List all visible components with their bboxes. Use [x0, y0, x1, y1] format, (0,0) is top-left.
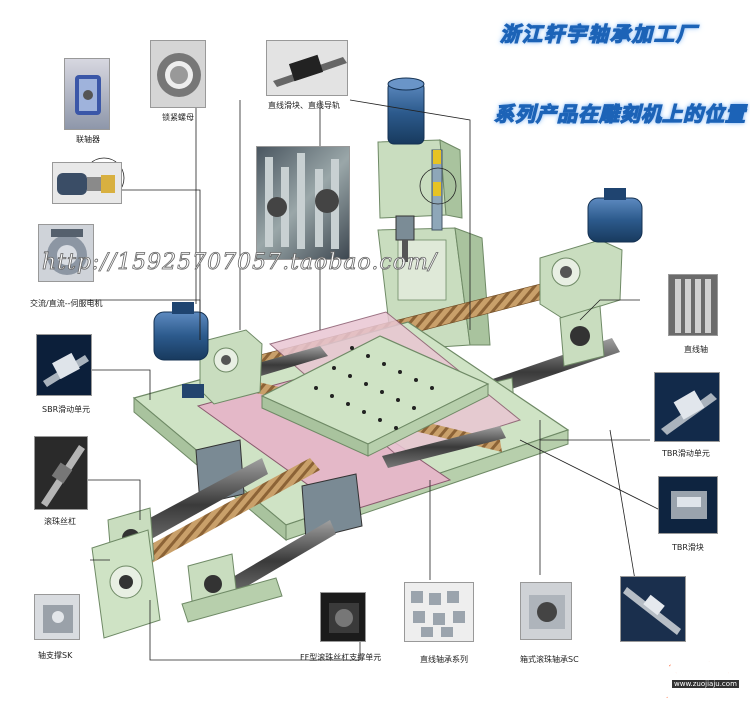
sbr-unit-photo: [36, 334, 92, 396]
tbr-block-photo: [658, 476, 718, 534]
tbr-unit-photo: [654, 372, 720, 442]
factory-title: 浙江轩宇轴承加工厂: [499, 21, 698, 46]
parts-photo-caption: 米用: [328, 269, 344, 278]
shaft-support-label: 轴支撑SK: [38, 651, 73, 660]
ff-support-label: FF型滚珠丝杠支撑单元: [300, 653, 382, 662]
linear-guide-photo: [266, 40, 348, 96]
linear-bearing-photo: [404, 582, 474, 642]
left-motor-block: [153, 302, 263, 405]
front-supports: [91, 507, 283, 639]
linear-shaft-photo: [668, 274, 718, 336]
box-bearing-photo: [520, 582, 572, 640]
ff-support-photo: [320, 592, 366, 642]
tbr-block-label: TBR滑块: [672, 543, 704, 552]
shaft-support-photo: [34, 594, 80, 640]
coupling-motor-photo: [52, 162, 122, 204]
linear-guide-label: 直线滑块、直线导轨: [268, 101, 340, 110]
site-logo-url: www.zuojiaju.com: [672, 680, 739, 688]
worktable: [260, 335, 490, 457]
guide-rail-photo: [620, 576, 686, 642]
right-motor-block: [539, 188, 643, 319]
servo-motor-label: 交流/直流--伺服电机: [30, 299, 103, 308]
ball-screw-photo: [34, 436, 88, 510]
box-bearing-label: 箱式滚珠轴承SC: [520, 655, 579, 664]
tbr-unit-label: TBR滑动单元: [662, 449, 710, 458]
spindle-assembly: [377, 77, 463, 262]
lock-nut-photo: [150, 40, 206, 108]
linear-shaft-label: 直线轴: [684, 345, 708, 354]
coupling-photo: [64, 58, 110, 130]
guide-callout-circle: [419, 167, 457, 205]
lower-frame: [120, 439, 363, 602]
sbr-unit-label: SBR滑动单元: [42, 405, 91, 414]
servo-motor-photo: [38, 224, 94, 282]
lock-nut-label: 锁紧螺母: [162, 113, 194, 122]
shop-url-watermark: http://15925707057.taobao.com/: [42, 250, 438, 276]
ball-screw-label: 滚珠丝杠: [44, 517, 76, 526]
linear-bearing-label: 直线轴承系列: [420, 655, 468, 664]
parts-photo: [256, 146, 350, 260]
subtitle: 系列产品在雕刻机上的位置: [493, 101, 746, 126]
coupling-label: 联轴器: [76, 135, 100, 144]
